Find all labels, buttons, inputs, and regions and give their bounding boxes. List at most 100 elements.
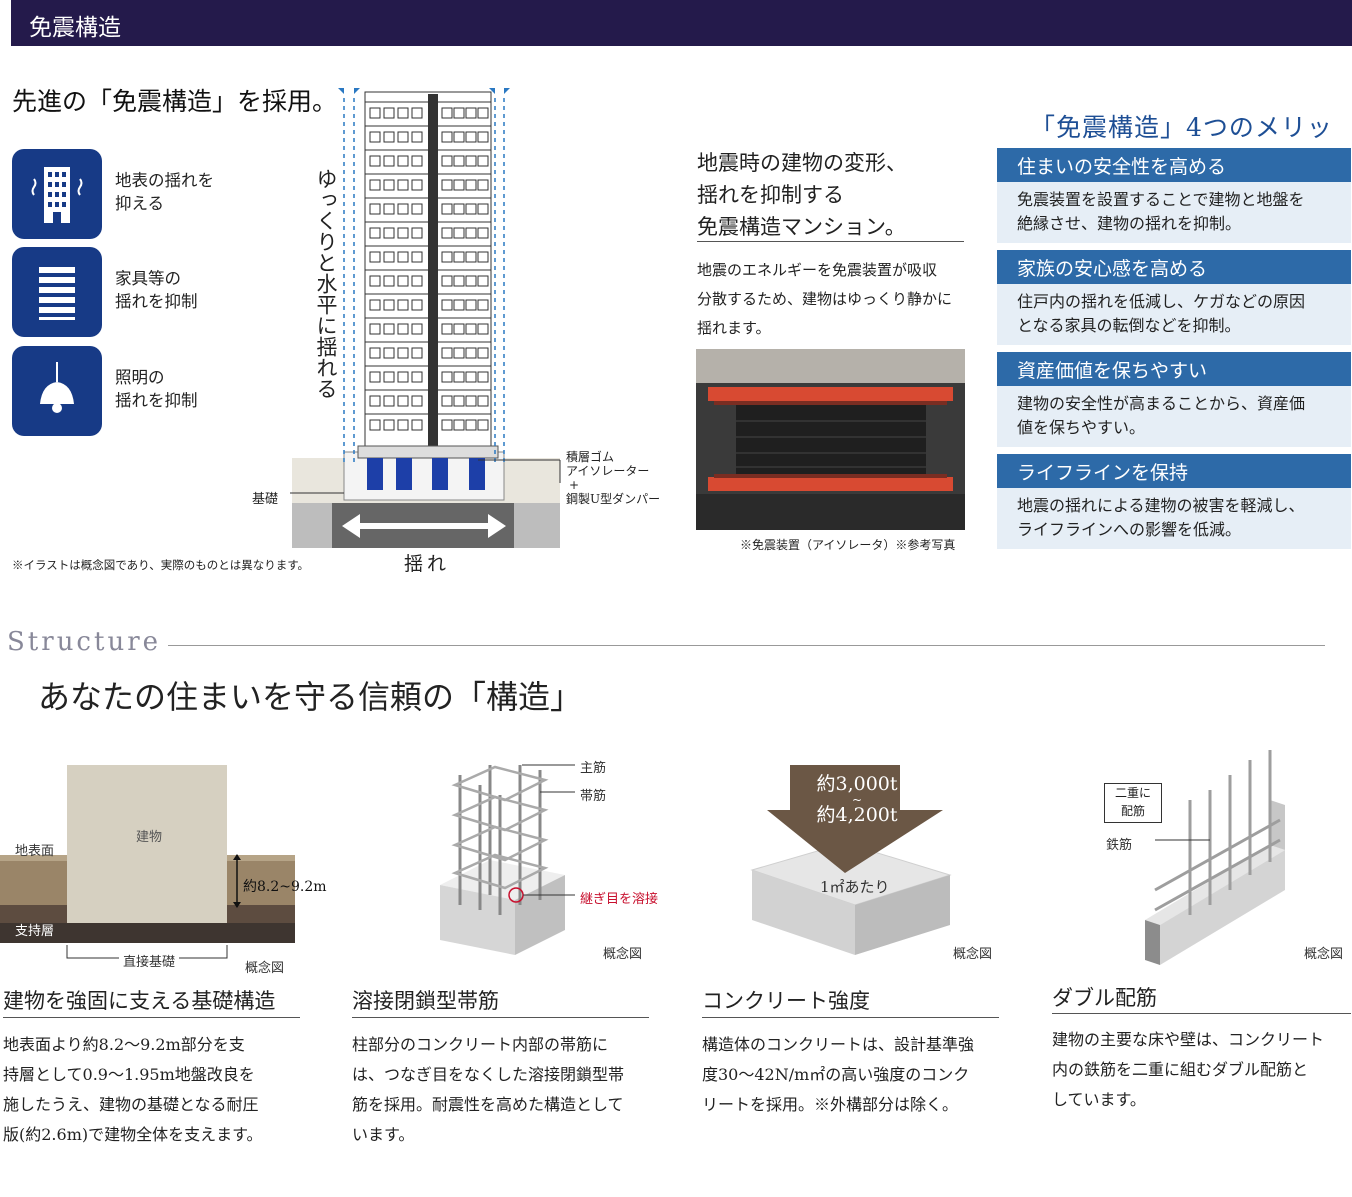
window [477, 419, 489, 431]
concept-label: 概念図 [953, 947, 993, 962]
window [397, 131, 409, 143]
merit-title-bar: 住まいの安全性を高める [997, 148, 1351, 182]
window [369, 419, 381, 431]
column-body-line: 地表面より約8.2～9.2m部分を支 [3, 1035, 245, 1054]
column-body: 建物の主要な床や壁は、コンクリート 内の鉄筋を二重に組むダブル配筋と しています… [1052, 1025, 1324, 1115]
merit-body-line: 絶縁させ、建物の揺れを抑制。 [1017, 214, 1242, 233]
window [411, 179, 423, 191]
concept-label: 概念図 [245, 961, 285, 976]
section-header-title: 免震構造 [29, 15, 121, 41]
building-shake-icon [12, 149, 102, 239]
isolator-label-line: 積層ゴム [566, 450, 615, 464]
isolator-photo [696, 349, 965, 530]
window [369, 251, 381, 263]
merit-body: 地震の揺れによる建物の被害を軽減し、 ライフラインへの影響を低減。 [997, 488, 1351, 549]
icon-label-line: 揺れを抑制 [115, 292, 198, 311]
window [383, 203, 395, 215]
window [411, 275, 423, 287]
load-label: 約3,000t ~ 約4,200t [812, 775, 902, 825]
icon-label-line: 抑える [115, 194, 165, 213]
window [441, 299, 453, 311]
column-body-line: います。 [352, 1125, 415, 1144]
column-title: 建物を強固に支える基礎構造 [3, 989, 276, 1013]
icon-label-line: 家具等の [115, 269, 181, 288]
window [477, 203, 489, 215]
window [411, 131, 423, 143]
window [465, 155, 477, 167]
icon-label-lighting: 照明の 揺れを抑制 [115, 366, 198, 412]
window [369, 323, 381, 335]
window [441, 395, 453, 407]
window [369, 107, 381, 119]
structure-heading: あなたの住まいを守る信頼の「構造」 [38, 678, 583, 716]
icon-label-ground: 地表の揺れを 抑える [115, 169, 214, 215]
icon-label-line: 地表の揺れを [115, 171, 214, 190]
double-rebar-label-line: 二重に [1114, 786, 1151, 800]
rebar-label: 鉄筋 [1106, 838, 1133, 853]
window [397, 395, 409, 407]
concept-label: 概念図 [603, 947, 643, 962]
column-body-line: 内の鉄筋を二重に組むダブル配筋と [1052, 1060, 1309, 1079]
window [453, 323, 465, 335]
merit-body-line: 免震装置を設置することで建物と地盤を [1017, 190, 1305, 209]
window [477, 395, 489, 407]
window [369, 347, 381, 359]
bearing-layer-label: 支持層 [15, 924, 55, 939]
column-body-line: 筋を採用。耐震性を高めた構造として [352, 1095, 624, 1114]
column-divider [352, 1017, 649, 1018]
double-rebar-label-line: 配筋 [1120, 804, 1145, 818]
middle-body-line: 分散するため、建物はゆっくり静かに [697, 290, 953, 308]
window [397, 227, 409, 239]
window [441, 275, 453, 287]
window [411, 227, 423, 239]
column-body-line: しています。 [1052, 1090, 1146, 1109]
window [465, 371, 477, 383]
window [465, 179, 477, 191]
window [465, 203, 477, 215]
merit-title: 住まいの安全性を高める [1017, 156, 1227, 178]
window [477, 179, 489, 191]
concept-label: 概念図 [1304, 947, 1344, 962]
window [441, 419, 453, 431]
window [441, 323, 453, 335]
building-label: 建物 [136, 830, 163, 845]
window [477, 107, 489, 119]
window [453, 131, 465, 143]
middle-body-line: 地震のエネルギーを免震装置が吸収 [697, 261, 938, 279]
photo-caption: ※免震装置（アイソレータ）※参考写真 [740, 538, 956, 552]
vertical-sway-label: ゆっくりと水平に揺れる [314, 168, 338, 399]
window [383, 347, 395, 359]
window [477, 323, 489, 335]
per-square-meter-label: 1㎡あたり [820, 878, 890, 896]
ground-surface-label: 地表面 [15, 844, 55, 859]
window [453, 227, 465, 239]
depth-label: 約8.2~9.2m [243, 879, 327, 895]
window [383, 395, 395, 407]
icon-label-furniture: 家具等の 揺れを抑制 [115, 267, 198, 313]
window [411, 251, 423, 263]
merit-title: 家族の安心感を高める [1017, 258, 1208, 280]
window [477, 371, 489, 383]
main-rebar-label: 主筋 [580, 761, 607, 776]
isolator-label-plus: + [569, 478, 580, 492]
middle-title-line: 免震構造マンション。 [697, 215, 906, 239]
column-title: コンクリート強度 [702, 989, 870, 1013]
merit-body: 免震装置を設置することで建物と地盤を 絶縁させ、建物の揺れを抑制。 [997, 182, 1351, 243]
window [397, 419, 409, 431]
furniture-stack-icon [12, 247, 102, 337]
window [397, 371, 409, 383]
window [369, 227, 381, 239]
hoop-rebar-label: 帯筋 [580, 789, 607, 804]
window [453, 299, 465, 311]
window [477, 251, 489, 263]
column-body-line: 構造体のコンクリートは、設計基準強 [702, 1035, 975, 1054]
column-body-line: 建物の主要な床や壁は、コンクリート [1052, 1030, 1325, 1049]
load-label-line: ~ [851, 793, 863, 807]
isolator-label-line: 鋼製U型ダンパー [566, 492, 661, 506]
window [441, 179, 453, 191]
window [465, 323, 477, 335]
merit-body-line: 建物の安全性が高まることから、資産価 [1017, 394, 1306, 413]
window [441, 203, 453, 215]
window [369, 299, 381, 311]
window [453, 347, 465, 359]
